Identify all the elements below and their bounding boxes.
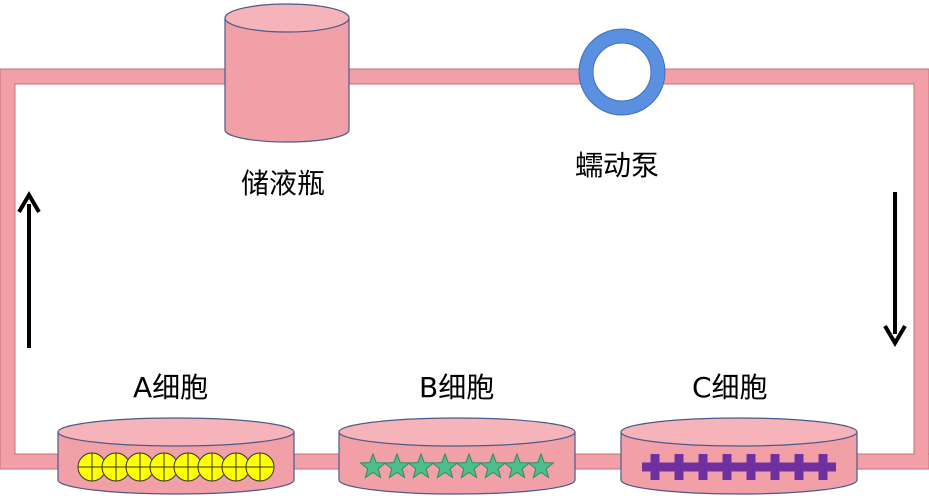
- reservoir-bottle: [224, 3, 350, 143]
- dish-rim: [338, 417, 576, 447]
- cell-a-circle: [125, 452, 155, 482]
- cell-c-plus: [762, 454, 788, 480]
- cell-a-circle: [101, 452, 131, 482]
- cell-c-plus: [810, 454, 836, 480]
- circuit-tubing: [0, 68, 929, 470]
- cell-b-star: [479, 452, 507, 479]
- cell-a-label: A细胞: [133, 371, 209, 404]
- cell-c-plus: [642, 454, 668, 480]
- cell-c-plus: [786, 454, 812, 480]
- cell-b-star: [359, 452, 387, 479]
- dish-c: [620, 417, 858, 495]
- flow-arrow-right: [883, 192, 907, 347]
- dish-rim: [620, 417, 858, 447]
- dish-a: [57, 417, 295, 495]
- cell-b-star: [383, 452, 411, 479]
- cell-b-label: B细胞: [419, 371, 495, 404]
- pump-label: 蠕动泵: [575, 149, 660, 182]
- cell-c-plus: [690, 454, 716, 480]
- tube-bottom-bc: [573, 453, 623, 470]
- cell-b-star: [527, 452, 555, 479]
- peristaltic-pump: [578, 28, 666, 116]
- cell-a-circle: [221, 452, 251, 482]
- dish-rim: [57, 417, 295, 447]
- dish-b: [338, 417, 576, 495]
- cell-c-plus: [714, 454, 740, 480]
- tube-bottom-ab: [291, 453, 341, 470]
- cell-a-circle: [245, 452, 275, 482]
- cell-b-star: [455, 452, 483, 479]
- cell-b-star: [431, 452, 459, 479]
- flow-arrow-left: [17, 191, 41, 348]
- cell-b-star: [503, 452, 531, 479]
- cell-b-star: [407, 452, 435, 479]
- cell-c-plus: [666, 454, 692, 480]
- cell-c-label: C细胞: [692, 371, 768, 404]
- cell-c-plus: [738, 454, 764, 480]
- reservoir-label: 储液瓶: [241, 167, 326, 200]
